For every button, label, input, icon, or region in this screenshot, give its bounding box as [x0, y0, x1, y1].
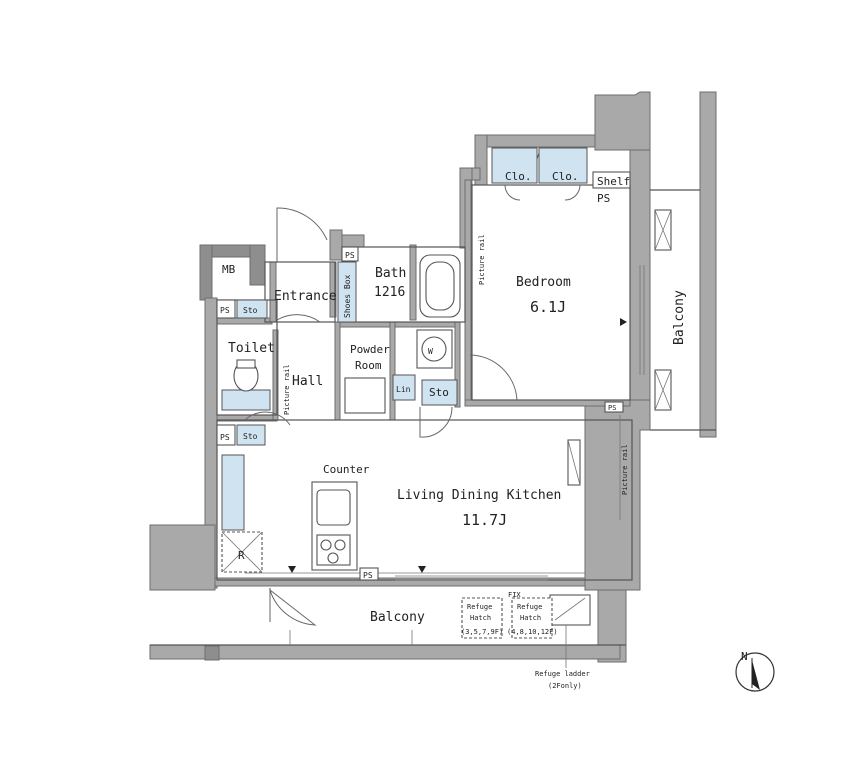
label-refuge-hatch-1a: Refuge — [467, 603, 492, 611]
label-refuge-hatch-2a: Refuge — [517, 603, 542, 611]
room-powder: Powder — [350, 343, 390, 356]
closet-1 — [491, 147, 538, 184]
room-hall: Hall — [292, 374, 323, 389]
north-arrow-icon — [752, 660, 760, 690]
doors — [244, 149, 581, 626]
room-toilet: Toilet — [228, 341, 275, 356]
label-fridge: R — [238, 549, 245, 562]
label-refuge-hatch-2c: (4,8,10,12F) — [507, 628, 558, 636]
room-ldk: Living Dining Kitchen — [397, 488, 561, 503]
linen — [392, 374, 416, 401]
room-bedroom: Bedroom — [516, 275, 571, 290]
room-mb: MB — [222, 263, 236, 276]
label-sto-toilet: Sto — [243, 306, 258, 315]
storage-toilet — [236, 299, 268, 319]
label-refuge-hatch-1b: Hatch — [470, 614, 491, 622]
walls — [149, 91, 717, 663]
label-sto-powder: Sto — [429, 386, 449, 399]
compass: N — [735, 650, 775, 692]
label-picture-rail-hall: Picture rail — [283, 364, 291, 415]
interior-lines — [216, 184, 645, 581]
label-ps-bath: PS — [345, 251, 355, 260]
label-refuge-ladder: Refuge ladder — [535, 670, 590, 678]
compass-north-label: N — [741, 650, 748, 663]
label-ps-hall: PS — [220, 433, 230, 442]
room-bath-size: 1216 — [374, 285, 405, 300]
label-shoes-box: Shoes Box — [343, 274, 352, 318]
closet-2 — [538, 147, 588, 184]
label-ps-ldk: PS — [363, 571, 373, 580]
label-refuge-hatch-2b: Hatch — [520, 614, 541, 622]
label-clo-1: Clo. — [505, 170, 532, 183]
shoes-box — [337, 261, 357, 323]
label-ps-toilet: PS — [220, 306, 230, 315]
room-balcony-south: Balcony — [370, 610, 425, 625]
room-ldk-size: 11.7J — [462, 511, 507, 529]
label-picture-rail-ldk: Picture rail — [621, 444, 629, 495]
label-refuge-ladder-note: (2Fonly) — [548, 682, 582, 690]
label-clo-2: Clo. — [552, 170, 579, 183]
room-balcony-east: Balcony — [672, 290, 687, 345]
label-picture-rail-bath: Picture rail — [478, 234, 486, 285]
label-refuge-hatch-1c: (3,5,7,9F) — [461, 628, 503, 636]
room-powder-room: Room — [355, 359, 382, 372]
label-ps-balcony: PS — [608, 404, 616, 412]
label-sto-hall: Sto — [243, 432, 258, 441]
label-lin: Lin — [396, 385, 411, 394]
room-bedroom-size: 6.1J — [530, 298, 566, 316]
storage-hall — [236, 424, 266, 446]
label-w: W — [428, 347, 433, 356]
storage-units — [221, 147, 588, 531]
label-counter: Counter — [323, 463, 370, 476]
room-bath: Bath — [375, 266, 406, 281]
label-shelf: Shelf — [597, 175, 630, 188]
room-entrance: Entrance — [274, 289, 337, 304]
storage-powder — [421, 379, 458, 406]
fixtures — [204, 171, 672, 661]
kitchen-cabinet — [221, 454, 245, 531]
label-fix: FIX — [508, 591, 521, 599]
toilet-sink — [221, 389, 271, 411]
compass-circle — [735, 652, 775, 692]
labels: MB Entrance Bath 1216 Bedroom 6.1J Toile… — [220, 170, 687, 690]
label-ps-bedroom: PS — [597, 192, 610, 205]
